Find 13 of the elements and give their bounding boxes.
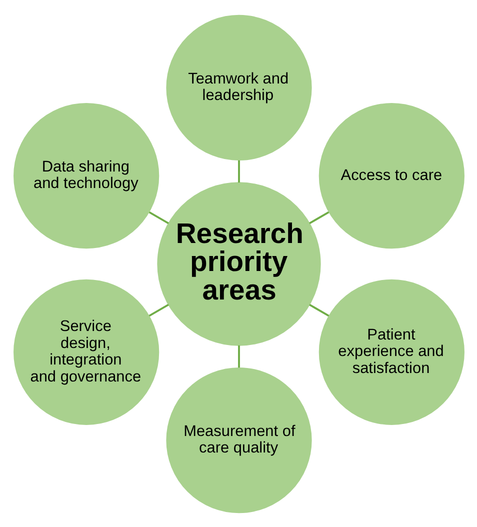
node-circle: Patient experience and satisfaction	[318, 278, 464, 424]
connector	[308, 210, 329, 224]
node-circle: Teamwork and leadership	[166, 14, 312, 160]
connector	[238, 344, 240, 368]
node-circle: Data sharing and technology	[13, 102, 159, 248]
node-circle: Access to care	[318, 102, 464, 248]
connector	[148, 210, 168, 224]
node-circle: Measurement of care quality	[166, 366, 312, 513]
connector	[238, 160, 240, 182]
node-circle: Service design, integration and governance	[13, 278, 159, 424]
connector	[308, 303, 329, 316]
connector	[148, 303, 168, 316]
node-circle: Research priority areas	[156, 182, 320, 346]
